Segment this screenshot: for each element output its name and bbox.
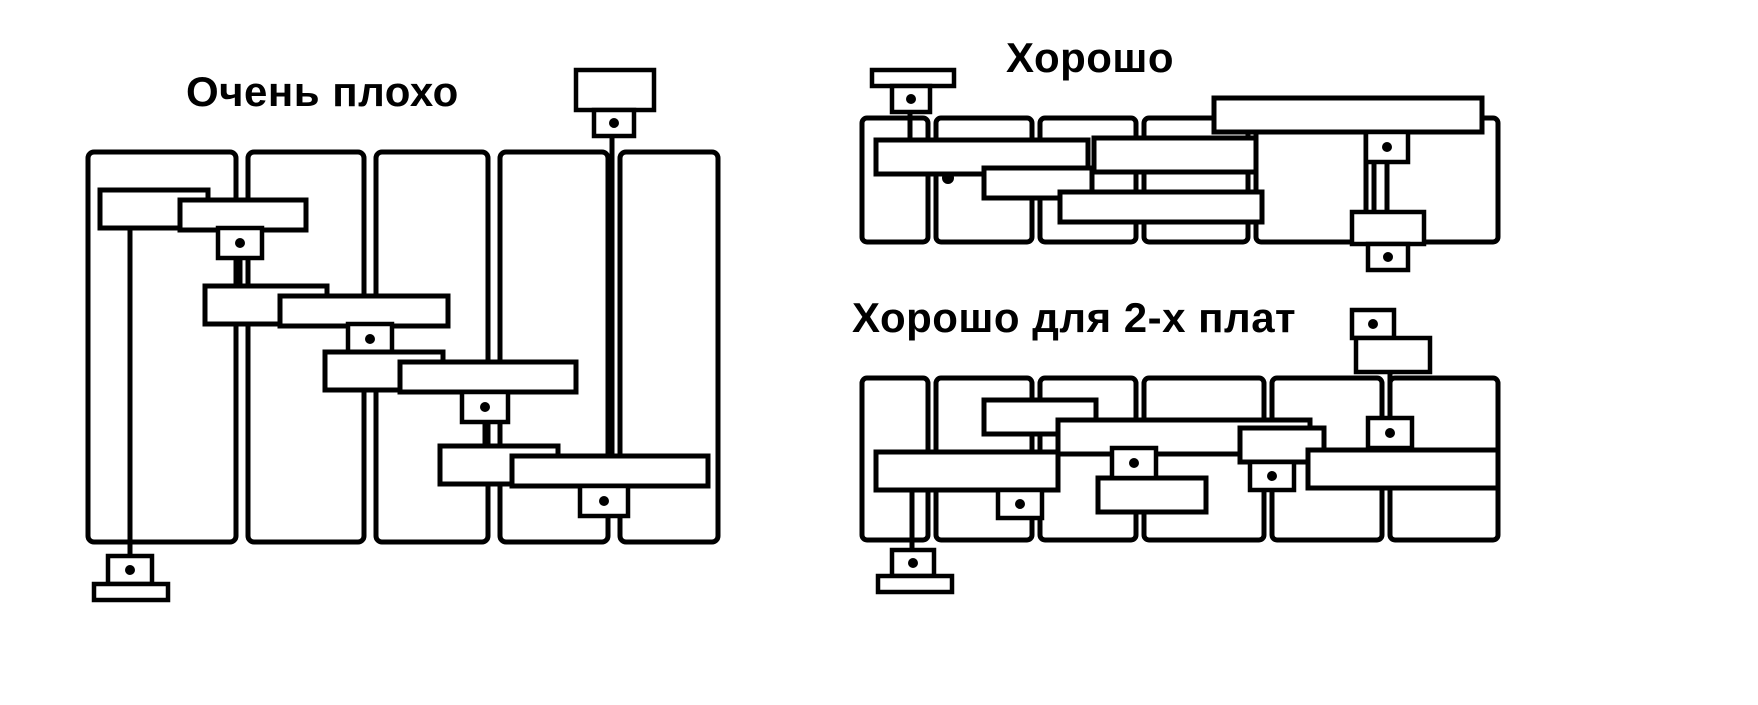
contact-dot-icon <box>1382 142 1392 152</box>
connector-plug-icon <box>875 573 955 595</box>
cable-bar <box>873 449 1061 493</box>
connector-plug-icon <box>573 67 657 113</box>
cable-bar <box>1095 475 1209 515</box>
contact-dot-icon <box>1129 458 1139 468</box>
contact-dot-icon <box>906 94 916 104</box>
connector-plug-icon <box>91 581 171 603</box>
label-good-two-boards: Хорошо для 2-х плат <box>852 294 1297 341</box>
card-slot <box>85 149 239 545</box>
cable-bar <box>1057 189 1265 225</box>
contact-dot-icon <box>125 565 135 575</box>
card-slot <box>617 149 721 545</box>
contact-dot-icon <box>365 334 375 344</box>
contact-dot-icon <box>1383 252 1393 262</box>
diagram-good-two-boards <box>859 307 1501 595</box>
card-slot <box>1253 115 1369 245</box>
diagram-good <box>859 67 1501 273</box>
cable-bar <box>509 453 711 489</box>
contact-dot-icon <box>1015 499 1025 509</box>
connector-plug-icon <box>1349 209 1427 247</box>
contact-dot-icon <box>1267 471 1277 481</box>
cable-bar <box>1091 135 1259 175</box>
cable-bar <box>397 359 579 395</box>
connector-plug-icon <box>1247 459 1297 493</box>
contact-dot-icon <box>942 172 954 184</box>
diagram-very-bad <box>85 67 721 603</box>
label-very-bad: Очень плохо <box>186 68 459 115</box>
contact-dot-icon <box>599 496 609 506</box>
label-good: Хорошо <box>1006 34 1175 81</box>
contact-dot-icon <box>235 238 245 248</box>
cable-bar <box>177 197 309 233</box>
card-slot <box>859 115 931 245</box>
cable-bar <box>1305 447 1501 491</box>
card-slot <box>1141 115 1251 245</box>
contact-dot-icon <box>480 402 490 412</box>
connector-plug-icon <box>869 67 957 89</box>
connector-plug-icon <box>1365 241 1411 273</box>
contact-dot-icon <box>1385 428 1395 438</box>
contact-dot-icon <box>609 118 619 128</box>
cable-bar <box>1211 95 1485 135</box>
connector-plug-icon <box>1353 335 1433 375</box>
card-slot <box>497 149 611 545</box>
contact-dot-icon <box>908 558 918 568</box>
connector-plug-icon <box>1363 129 1411 165</box>
contact-dot-icon <box>1368 319 1378 329</box>
cable-bar <box>277 293 451 329</box>
